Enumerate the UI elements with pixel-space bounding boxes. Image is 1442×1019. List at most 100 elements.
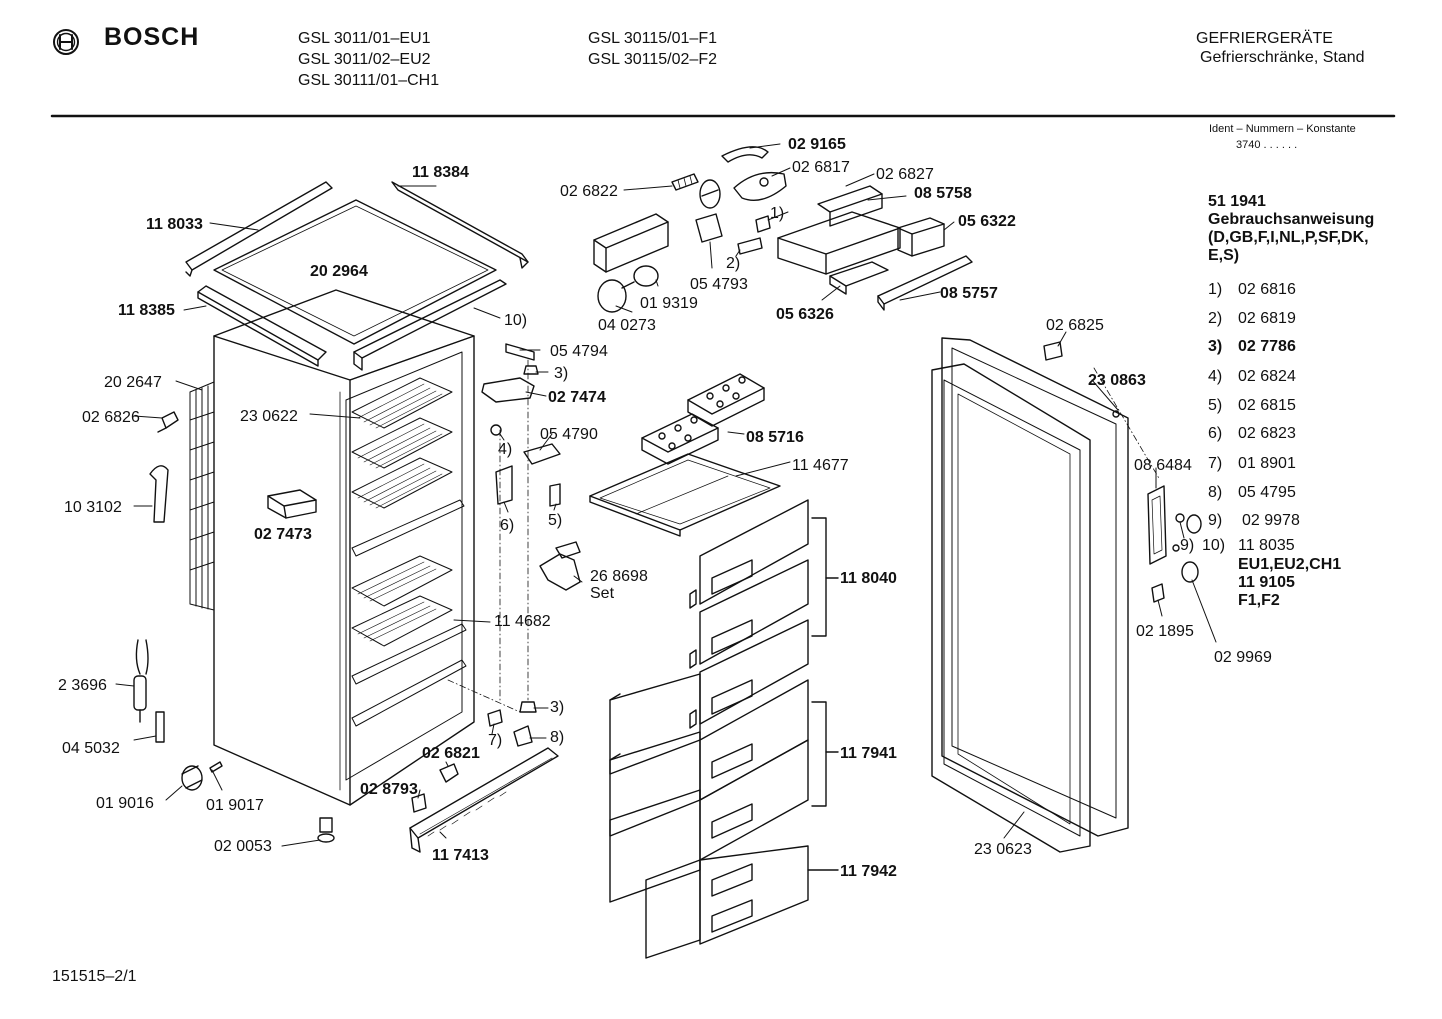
part-label: 3) xyxy=(550,699,565,716)
part-label: 02 6821 xyxy=(422,745,480,762)
ice-tray-upper xyxy=(687,373,765,427)
clip-02-6826 xyxy=(157,411,179,433)
part-label: 8) xyxy=(550,729,565,746)
part-label: 02 9165 xyxy=(788,136,846,153)
part-label: 1) xyxy=(770,205,785,222)
part-5 xyxy=(549,483,561,507)
bulb-socket xyxy=(699,179,721,209)
part-label: 04 5032 xyxy=(62,740,120,757)
model-line: GSL 30115/01–F1 xyxy=(588,30,717,47)
part-02-6821 xyxy=(439,763,459,783)
part-label: 05 6322 xyxy=(958,213,1016,230)
part-label: 9) xyxy=(1180,537,1195,554)
part-7 xyxy=(487,709,503,727)
part-label: 26 8698 xyxy=(590,568,648,585)
part-label: 11 7941 xyxy=(840,745,897,762)
part-label: 02 0053 xyxy=(214,838,272,855)
part-label: 01 9319 xyxy=(640,295,698,312)
legend-value: 02 6816 xyxy=(1238,281,1296,298)
door-hinge-02-6825 xyxy=(1043,341,1063,361)
condenser-coil xyxy=(189,381,215,611)
part-label: 02 8793 xyxy=(360,781,418,798)
part-label: 23 0623 xyxy=(974,841,1032,858)
leader-lines xyxy=(115,143,1217,847)
manual-languages-2: E,S) xyxy=(1208,247,1240,264)
legend-value: 02 7786 xyxy=(1238,338,1296,355)
part-label: 23 0863 xyxy=(1088,372,1146,389)
legend-key: 9) xyxy=(1208,512,1223,529)
part-label: 10 3102 xyxy=(64,499,122,516)
cap-01-9016 xyxy=(181,765,203,791)
legend-variant: F1,F2 xyxy=(1238,592,1280,609)
legend-key: 10) xyxy=(1202,537,1226,554)
part-label: 02 9969 xyxy=(1214,649,1272,666)
manual-number: 51 1941 xyxy=(1208,193,1266,210)
pin-01-9017 xyxy=(209,761,223,773)
ident-label: Ident – Nummern – Konstante xyxy=(1209,123,1356,135)
control-box xyxy=(777,211,901,275)
thermostat-sensor xyxy=(133,639,149,723)
part-label: 01 9017 xyxy=(206,797,264,814)
part-label: 11 4677 xyxy=(792,457,849,474)
part-label: 11 7413 xyxy=(432,847,489,864)
part-label: 05 4793 xyxy=(690,276,748,293)
bosch-logo-icon xyxy=(53,29,79,55)
part-label: 10) xyxy=(504,312,528,329)
manual-languages: (D,GB,F,I,NL,P,SF,DK, xyxy=(1208,229,1369,246)
part-label: 02 6827 xyxy=(876,166,934,183)
front-trim-strip xyxy=(197,279,507,371)
strip-08-5757 xyxy=(877,255,973,311)
assembly-guide-lines xyxy=(447,359,1161,713)
part-label: 23 0622 xyxy=(240,408,298,425)
part-label: 20 2647 xyxy=(104,374,162,391)
drawer-brackets xyxy=(807,517,839,871)
part-label: 11 8384 xyxy=(412,164,469,181)
part-label: 2 3696 xyxy=(58,677,107,694)
part-label: 05 4794 xyxy=(550,343,608,360)
part-label: 02 6822 xyxy=(560,183,618,200)
top-cover-plate xyxy=(213,199,497,345)
part-label: 5) xyxy=(548,512,563,529)
pin-04-5032 xyxy=(155,711,165,743)
part-label: 11 4682 xyxy=(494,613,551,630)
part-label: 02 6826 xyxy=(82,409,140,426)
cap-3a xyxy=(523,365,539,375)
door-parts-small xyxy=(1151,513,1202,603)
drain-hose xyxy=(149,465,169,523)
door xyxy=(931,337,1129,853)
part-label: 05 4790 xyxy=(540,426,598,443)
part-label: Set xyxy=(590,585,615,602)
part-label: 11 8385 xyxy=(118,302,175,319)
hinge-02-7474 xyxy=(481,377,535,403)
part-label: 02 1895 xyxy=(1136,623,1194,640)
legend-value: 02 6824 xyxy=(1238,368,1296,385)
part-label: 11 8040 xyxy=(840,570,897,587)
switch-housing xyxy=(593,213,669,273)
legend-value: 02 9978 xyxy=(1242,512,1300,529)
part-label: 04 0273 xyxy=(598,317,656,334)
part-label: 05 6326 xyxy=(776,306,834,323)
part-label: 20 2964 xyxy=(310,263,368,280)
part-label: 2) xyxy=(726,255,741,272)
legend-value: 01 8901 xyxy=(1238,455,1296,472)
legend-variant: 11 9105 xyxy=(1238,574,1295,591)
model-line: GSL 30111/01–CH1 xyxy=(298,72,440,89)
hinge-set-26-8698 xyxy=(539,541,581,591)
part-8 xyxy=(513,725,533,747)
ident-value: 3740 . . . . . . xyxy=(1236,139,1298,151)
light-cover-02-9165 xyxy=(721,146,769,163)
cap-3b xyxy=(519,701,537,713)
legend-value: 11 8035 xyxy=(1238,537,1295,554)
legend-key: 8) xyxy=(1208,484,1223,501)
part-2 xyxy=(737,237,763,255)
part-label: 11 7942 xyxy=(840,863,897,880)
part-label: 02 6825 xyxy=(1046,317,1104,334)
wire-shelves xyxy=(351,377,467,727)
model-line: GSL 3011/01–EU1 xyxy=(298,30,431,47)
top-rail-left xyxy=(185,181,333,277)
category-title: GEFRIERGERÄTE xyxy=(1196,30,1333,47)
legend-variant: EU1,EU2,CH1 xyxy=(1238,556,1342,573)
knob-02-6817 xyxy=(733,171,787,201)
spring-02-6822 xyxy=(671,173,699,191)
legend-key: 5) xyxy=(1208,397,1223,414)
